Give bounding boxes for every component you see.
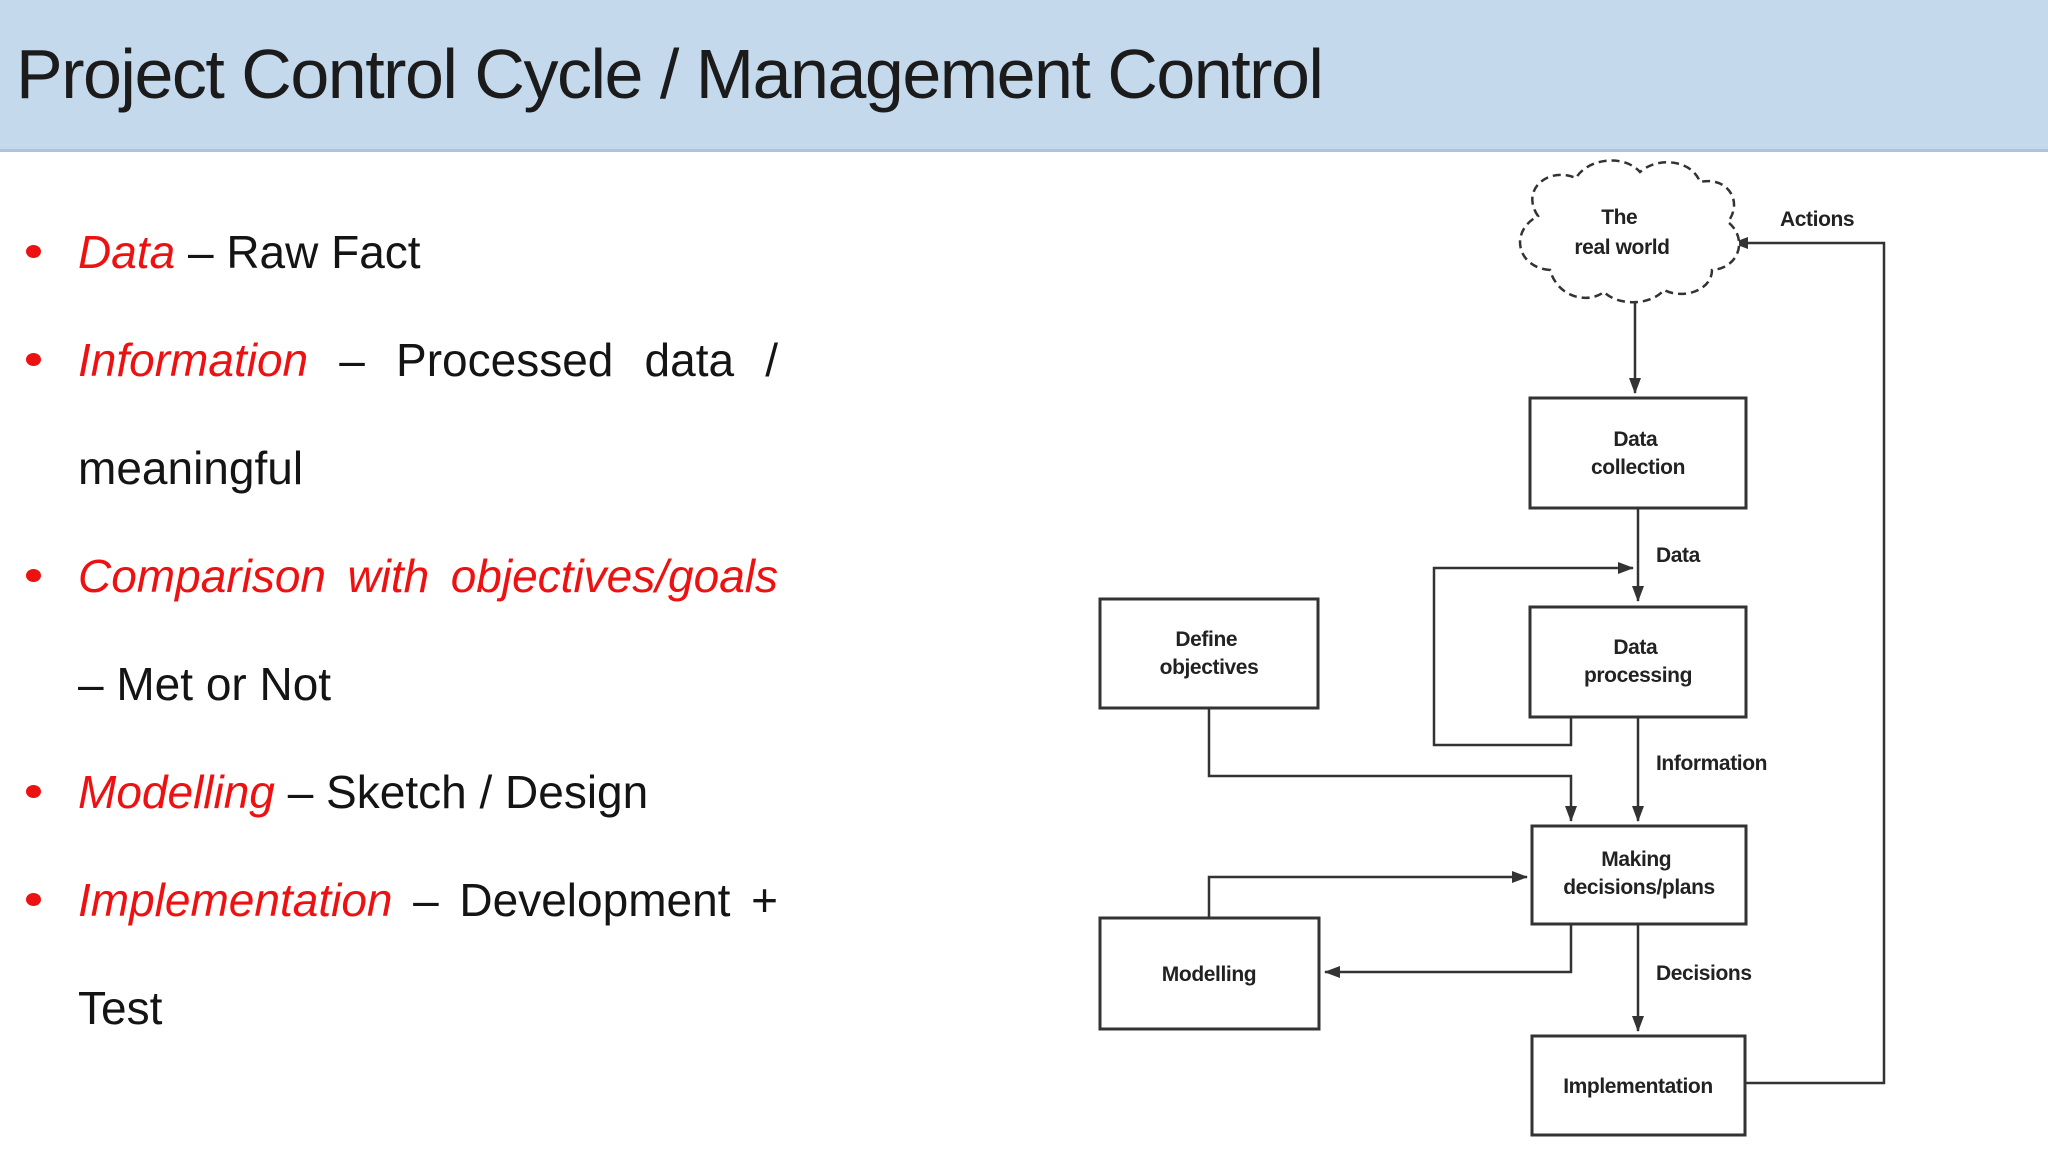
arrow-processing-feedback-loop <box>1432 562 1634 747</box>
bullet-term: Data <box>78 226 176 278</box>
list-item: Modelling – Sketch / Design <box>26 738 778 846</box>
arrow-modelling-to-making-decisions <box>1207 871 1528 918</box>
arrow-making-decisions-to-modelling <box>1324 924 1573 978</box>
page-title: Project Control Cycle / Management Contr… <box>16 35 1324 113</box>
bullet-rest: – Raw Fact <box>187 226 421 278</box>
list-item: Comparison with objectives/goals – Met o… <box>26 522 778 738</box>
bullet-rest: – Development + <box>413 874 778 926</box>
slide-title-bar: Project Control Cycle / Management Contr… <box>0 0 2048 152</box>
box-label: Data processing <box>1584 636 1692 687</box>
data-processing-box: Data processing <box>1528 605 1748 719</box>
arrow-define-objectives-to-making-decisions <box>1207 708 1577 822</box>
bullet-rest: – Processed data / <box>339 334 778 386</box>
box-label: Implementation <box>1563 1075 1713 1098</box>
list-item: Implementation – Development + Test <box>26 846 778 1062</box>
list-item: Data – Raw Fact <box>26 198 778 306</box>
bullet-line-2: Test <box>78 982 163 1034</box>
box-label: Modelling <box>1162 963 1256 986</box>
data-collection-box: Data collection <box>1528 396 1748 510</box>
box-rect <box>1528 605 1748 719</box>
cloud-label: The real world <box>1574 206 1669 259</box>
box-rect <box>1530 824 1748 926</box>
box-rect <box>1098 597 1320 710</box>
box-label: Making decisions/plans <box>1563 848 1715 899</box>
bullet-term: Implementation <box>78 874 393 926</box>
arrow-actions-to-cloud <box>1732 237 1886 1085</box>
bullet-term: Comparison with objectives/goals <box>78 550 778 602</box>
bullet-term: Information <box>78 334 309 386</box>
modelling-box: Modelling <box>1098 916 1321 1031</box>
control-cycle-diagram: The real world Data collection Data proc… <box>1098 159 1886 1137</box>
bullet-list: Data – Raw Fact Information – Processed … <box>0 198 778 1062</box>
actions-label: Actions <box>1780 208 1854 231</box>
box-label: Define objectives <box>1160 628 1259 679</box>
information-label: Information <box>1656 752 1767 775</box>
data-label: Data <box>1656 544 1701 567</box>
box-rect <box>1528 396 1748 510</box>
bullet-line: Modelling – Sketch / Design <box>78 738 778 846</box>
bullet-line-2: meaningful <box>78 442 304 494</box>
box-label: Data collection <box>1591 428 1685 479</box>
bullet-term: Modelling <box>78 766 275 818</box>
making-decisions-box: Making decisions/plans <box>1530 824 1748 926</box>
implementation-box: Implementation <box>1530 1034 1747 1137</box>
box-rect <box>1098 916 1321 1031</box>
box-rect <box>1530 1034 1747 1137</box>
bullet-line: Comparison with objectives/goals <box>78 522 778 630</box>
decisions-label: Decisions <box>1656 962 1752 985</box>
cloud-shape <box>1518 159 1741 304</box>
bullet-rest: – Sketch / Design <box>287 766 649 818</box>
define-objectives-box: Define objectives <box>1098 597 1320 710</box>
bullet-line: Information – Processed data / <box>78 306 778 414</box>
list-item: Information – Processed data / meaningfu… <box>26 306 778 522</box>
bullet-line: Implementation – Development + <box>78 846 778 954</box>
bullet-line-2: – Met or Not <box>78 658 332 710</box>
bullet-line: Data – Raw Fact <box>78 198 778 306</box>
